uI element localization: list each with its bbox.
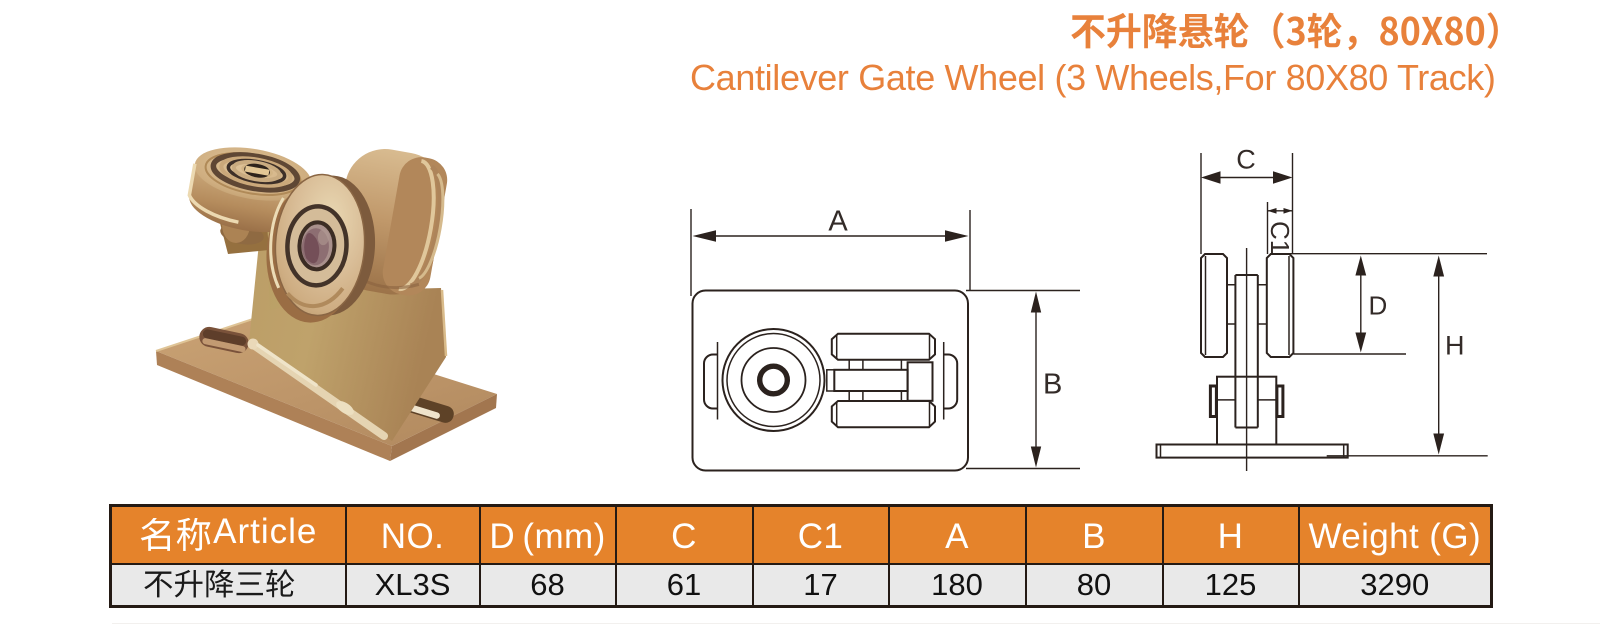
svg-text:H: H <box>1445 331 1465 361</box>
svg-text:D: D <box>1369 291 1388 321</box>
svg-text:B: B <box>1043 369 1062 401</box>
svg-text:A: A <box>828 206 848 238</box>
svg-text:C: C <box>1236 145 1256 175</box>
svg-text:C1: C1 <box>1265 221 1295 254</box>
